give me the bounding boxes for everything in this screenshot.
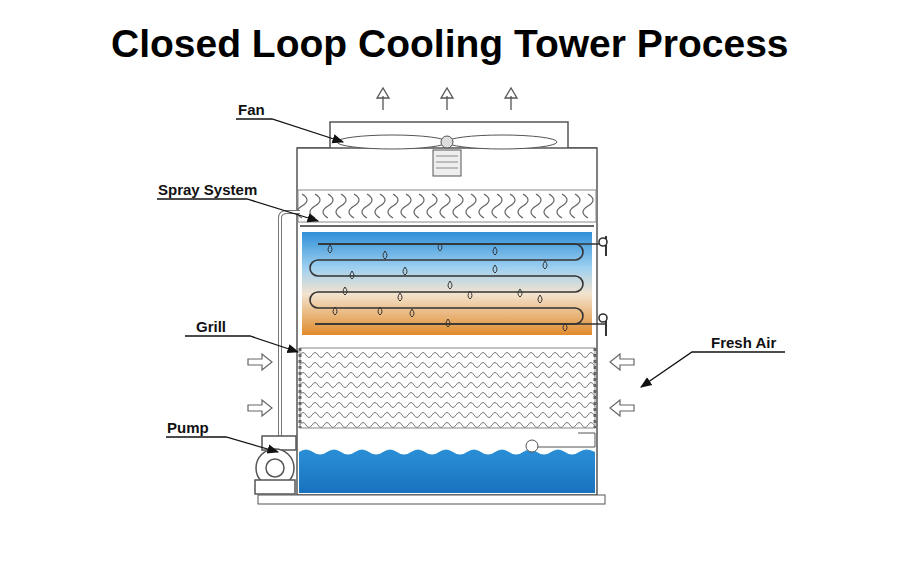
part-label: Pump [167, 419, 209, 436]
part-label: Grill [196, 318, 226, 335]
title: Closed Loop Cooling Tower Process [111, 22, 789, 66]
fresh-air-arrows [248, 354, 634, 416]
leader-lines [157, 119, 785, 452]
part-label: Spray System [158, 181, 257, 198]
fan [337, 135, 557, 176]
part-label: Fan [238, 101, 265, 118]
part-label: Fresh Air [711, 334, 776, 351]
coil [310, 236, 607, 336]
exhaust-arrows [377, 88, 517, 110]
